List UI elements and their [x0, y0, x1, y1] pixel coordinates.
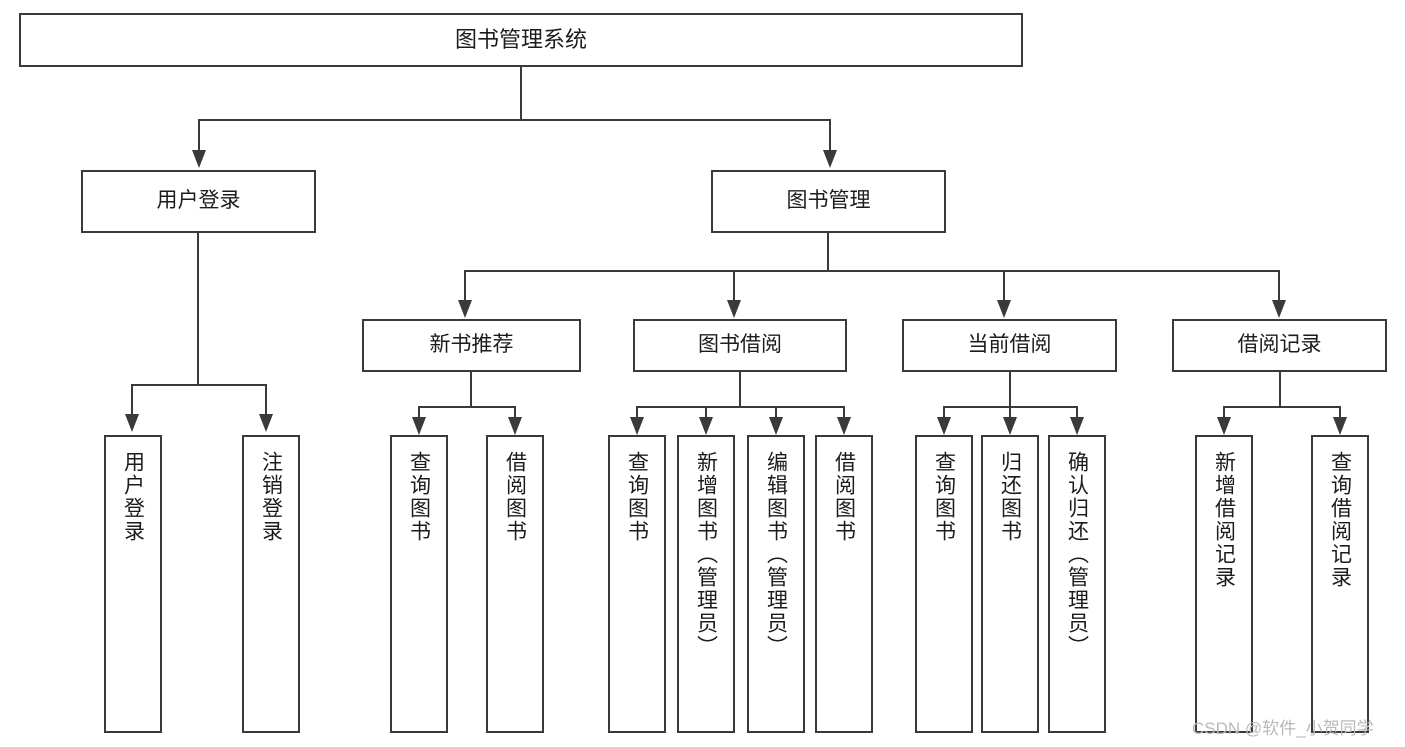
connector-drop-current-borrow [1003, 270, 1005, 301]
connector-drop-user-login [198, 119, 200, 151]
node-user-login[interactable]: 用户登录 [81, 170, 316, 233]
connector-drop-nb-2 [514, 406, 516, 418]
node-label: 新书推荐 [429, 333, 514, 357]
leaf-new-book-borrow-book[interactable]: 借阅图书 [486, 435, 544, 733]
arrow-user-login [192, 150, 206, 168]
connector-book-borrow-bus [636, 406, 844, 408]
arrow-current-borrow [997, 300, 1011, 318]
node-root-book-management-system[interactable]: 图书管理系统 [19, 13, 1023, 67]
node-label: 图书借阅 [698, 333, 782, 357]
arrow-book-management [823, 150, 837, 168]
connector-drop-book-borrow [733, 270, 735, 301]
connector-root-stem [520, 67, 522, 119]
arrow-cb-child-3 [1070, 417, 1084, 435]
node-label: 用户登录 [156, 189, 241, 213]
node-label: 查询图书 [407, 451, 431, 543]
node-label: 注销登录 [259, 451, 283, 543]
connector-drop-br-2 [1339, 406, 1341, 418]
arrow-book-borrow [727, 300, 741, 318]
connector-borrow-record-stem [1279, 372, 1281, 406]
arrow-bb-child-4 [837, 417, 851, 435]
node-label: 新增借阅记录 [1212, 451, 1236, 589]
connector-level2-bus [198, 119, 831, 121]
leaf-user-login-login[interactable]: 用户登录 [104, 435, 162, 733]
leaf-borrow-record-query-record[interactable]: 查询借阅记录 [1311, 435, 1369, 733]
node-label: 编辑图书（管理员） [764, 451, 788, 658]
arrow-borrow-record [1272, 300, 1286, 318]
node-label: 借阅记录 [1237, 333, 1322, 357]
leaf-book-borrow-query-book[interactable]: 查询图书 [608, 435, 666, 733]
connector-borrow-record-bus [1223, 406, 1341, 408]
arrow-cb-child-2 [1003, 417, 1017, 435]
node-label: 借阅图书 [832, 451, 856, 543]
arrow-nb-child-2 [508, 417, 522, 435]
connector-user-login-bus [131, 384, 266, 386]
node-label: 用户登录 [121, 451, 145, 543]
arrow-user-login-child-2 [259, 414, 273, 432]
connector-drop-user-login-2 [265, 384, 267, 415]
arrow-bb-child-3 [769, 417, 783, 435]
leaf-current-borrow-confirm-return-admin[interactable]: 确认归还（管理员） [1048, 435, 1106, 733]
node-label: 查询图书 [932, 451, 956, 543]
leaf-book-borrow-borrow-book[interactable]: 借阅图书 [815, 435, 873, 733]
arrow-br-child-1 [1217, 417, 1231, 435]
arrow-cb-child-1 [937, 417, 951, 435]
connector-user-login-stem [197, 233, 199, 384]
node-new-book-recommend[interactable]: 新书推荐 [362, 319, 581, 372]
connector-current-borrow-stem [1009, 372, 1011, 406]
connector-drop-new-book [464, 270, 466, 301]
node-label: 图书管理 [786, 189, 871, 213]
connector-drop-br-1 [1223, 406, 1225, 418]
connector-drop-cb-2 [1009, 406, 1011, 418]
connector-book-management-stem [827, 233, 829, 270]
connector-drop-bb-1 [636, 406, 638, 418]
leaf-user-login-logout[interactable]: 注销登录 [242, 435, 300, 733]
connector-drop-bb-3 [775, 406, 777, 418]
node-label: 查询借阅记录 [1328, 451, 1352, 589]
connector-drop-user-login-1 [131, 384, 133, 415]
connector-book-management-bus [464, 270, 1280, 272]
connector-drop-book-management [829, 119, 831, 151]
node-borrow-record[interactable]: 借阅记录 [1172, 319, 1387, 372]
leaf-borrow-record-add-record[interactable]: 新增借阅记录 [1195, 435, 1253, 733]
arrow-user-login-child-1 [125, 414, 139, 432]
node-label: 借阅图书 [503, 451, 527, 543]
connector-drop-bb-4 [843, 406, 845, 418]
arrow-new-book-recommend [458, 300, 472, 318]
arrow-br-child-2 [1333, 417, 1347, 435]
connector-book-borrow-stem [739, 372, 741, 406]
connector-drop-borrow-record [1278, 270, 1280, 301]
arrow-nb-child-1 [412, 417, 426, 435]
arrow-bb-child-2 [699, 417, 713, 435]
leaf-book-borrow-edit-book-admin[interactable]: 编辑图书（管理员） [747, 435, 805, 733]
node-current-borrow[interactable]: 当前借阅 [902, 319, 1117, 372]
node-label: 新增图书（管理员） [694, 451, 718, 658]
node-label: 查询图书 [625, 451, 649, 543]
node-label: 归还图书 [998, 451, 1022, 543]
connector-new-book-stem [470, 372, 472, 406]
node-label: 当前借阅 [967, 333, 1052, 357]
node-book-borrow[interactable]: 图书借阅 [633, 319, 847, 372]
leaf-new-book-query-book[interactable]: 查询图书 [390, 435, 448, 733]
arrow-bb-child-1 [630, 417, 644, 435]
leaf-current-borrow-return-book[interactable]: 归还图书 [981, 435, 1039, 733]
node-label: 确认归还（管理员） [1065, 451, 1089, 658]
connector-drop-bb-2 [705, 406, 707, 418]
node-label: 图书管理系统 [454, 27, 587, 53]
leaf-current-borrow-query-book[interactable]: 查询图书 [915, 435, 973, 733]
node-book-management[interactable]: 图书管理 [711, 170, 946, 233]
leaf-book-borrow-add-book-admin[interactable]: 新增图书（管理员） [677, 435, 735, 733]
connector-drop-cb-3 [1076, 406, 1078, 418]
connector-new-book-bus [418, 406, 516, 408]
connector-drop-nb-1 [418, 406, 420, 418]
connector-drop-cb-1 [943, 406, 945, 418]
